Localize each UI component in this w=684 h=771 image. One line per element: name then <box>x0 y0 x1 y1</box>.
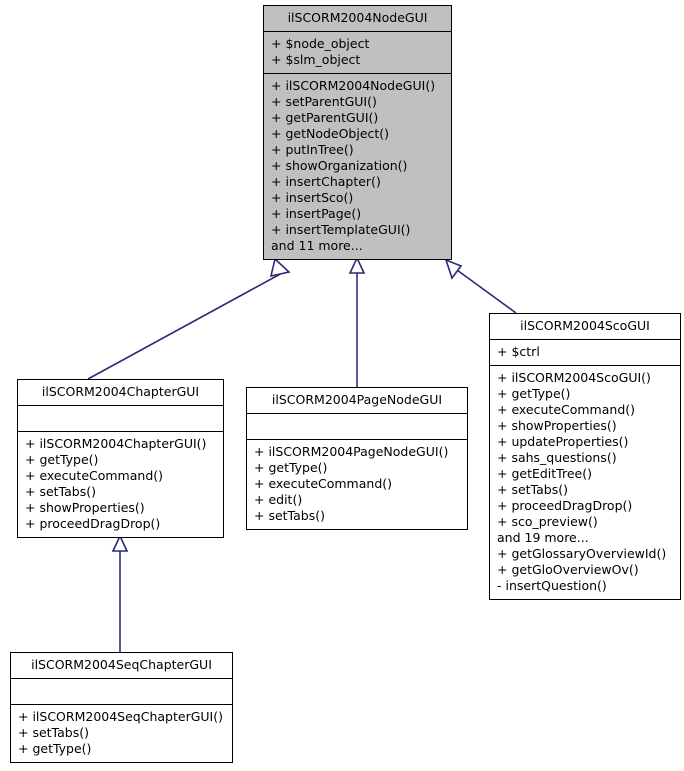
operation-row: + ilSCORM2004ScoGUI() <box>497 370 651 385</box>
edge-seq-to-chapter <box>111 534 129 652</box>
edge-chapter-to-node <box>87 257 291 380</box>
operation-row: + edit() <box>254 492 303 507</box>
class-title: ilSCORM2004SeqChapterGUI <box>11 653 232 679</box>
operation-row: + getType() <box>18 741 92 756</box>
operation-row: + insertTemplateGUI() <box>271 222 411 237</box>
operation-row: - insertQuestion() <box>497 578 607 593</box>
operation-row: + getType() <box>254 460 328 475</box>
attribute-row: + $slm_object <box>271 52 361 67</box>
operation-row: + ilSCORM2004ChapterGUI() <box>25 436 207 451</box>
operation-more-row: and 11 more... <box>271 238 363 253</box>
operation-row: + getType() <box>25 452 99 467</box>
class-title: ilSCORM2004ChapterGUI <box>18 380 223 406</box>
operation-more-row: and 19 more... <box>497 530 589 545</box>
class-attributes <box>18 406 223 432</box>
class-box-ilscorm2004scogui[interactable]: ilSCORM2004ScoGUI + $ctrl + ilSCORM2004S… <box>489 313 681 600</box>
operation-row: + getParentGUI() <box>271 110 379 125</box>
class-title: ilSCORM2004ScoGUI <box>490 314 680 340</box>
operation-row: + sahs_questions() <box>497 450 617 465</box>
operation-row: + getGloOverviewOv() <box>497 562 639 577</box>
class-box-ilscorm2004chaptergui[interactable]: ilSCORM2004ChapterGUI + ilSCORM2004Chapt… <box>17 379 224 538</box>
operation-row: + setTabs() <box>254 508 325 523</box>
class-operations: + ilSCORM2004ChapterGUI() + getType() + … <box>18 432 223 537</box>
operation-row: + ilSCORM2004PageNodeGUI() <box>254 444 449 459</box>
edge-sco-to-node <box>444 258 517 314</box>
class-operations: + ilSCORM2004PageNodeGUI() + getType() +… <box>247 440 467 529</box>
attribute-row: + $ctrl <box>497 344 540 359</box>
operation-row: + setTabs() <box>25 484 96 499</box>
class-operations: + ilSCORM2004ScoGUI() + getType() + exec… <box>490 366 680 599</box>
operation-row: + proceedDragDrop() <box>497 498 633 513</box>
class-operations: + ilSCORM2004SeqChapterGUI() + setTabs()… <box>11 705 232 762</box>
operation-row: + showProperties() <box>497 418 617 433</box>
operation-row: + putInTree() <box>271 142 354 157</box>
class-title: ilSCORM2004NodeGUI <box>264 6 451 32</box>
operation-row: + showOrganization() <box>271 158 408 173</box>
operation-row: + ilSCORM2004NodeGUI() <box>271 78 436 93</box>
class-box-ilscorm2004pagenodegui[interactable]: ilSCORM2004PageNodeGUI + ilSCORM2004Page… <box>246 387 468 530</box>
operation-row: + setTabs() <box>497 482 568 497</box>
operation-row: + sco_preview() <box>497 514 598 529</box>
class-attributes: + $node_object + $slm_object <box>264 32 451 74</box>
class-attributes <box>11 679 232 705</box>
operation-row: + getGlossaryOverviewId() <box>497 546 667 561</box>
edge-page-to-node <box>348 256 366 387</box>
operation-row: + insertPage() <box>271 206 362 221</box>
operation-row: + ilSCORM2004SeqChapterGUI() <box>18 709 223 724</box>
class-attributes <box>247 414 467 440</box>
operation-row: + getType() <box>497 386 571 401</box>
operation-row: + updateProperties() <box>497 434 629 449</box>
operation-row: + proceedDragDrop() <box>25 516 161 531</box>
operation-row: + insertChapter() <box>271 174 381 189</box>
operation-row: + setParentGUI() <box>271 94 377 109</box>
class-operations: + ilSCORM2004NodeGUI() + setParentGUI() … <box>264 74 451 259</box>
class-box-ilscorm2004seqchaptergui[interactable]: ilSCORM2004SeqChapterGUI + ilSCORM2004Se… <box>10 652 233 763</box>
operation-row: + executeCommand() <box>25 468 164 483</box>
operation-row: + getEditTree() <box>497 466 592 481</box>
operation-row: + executeCommand() <box>497 402 636 417</box>
operation-row: + showProperties() <box>25 500 145 515</box>
operation-row: + insertSco() <box>271 190 354 205</box>
operation-row: + setTabs() <box>18 725 89 740</box>
class-title: ilSCORM2004PageNodeGUI <box>247 388 467 414</box>
attribute-row: + $node_object <box>271 36 370 51</box>
class-attributes: + $ctrl <box>490 340 680 366</box>
class-box-ilscorm2004nodegui[interactable]: ilSCORM2004NodeGUI + $node_object + $slm… <box>263 5 452 260</box>
operation-row: + getNodeObject() <box>271 126 390 141</box>
operation-row: + executeCommand() <box>254 476 393 491</box>
